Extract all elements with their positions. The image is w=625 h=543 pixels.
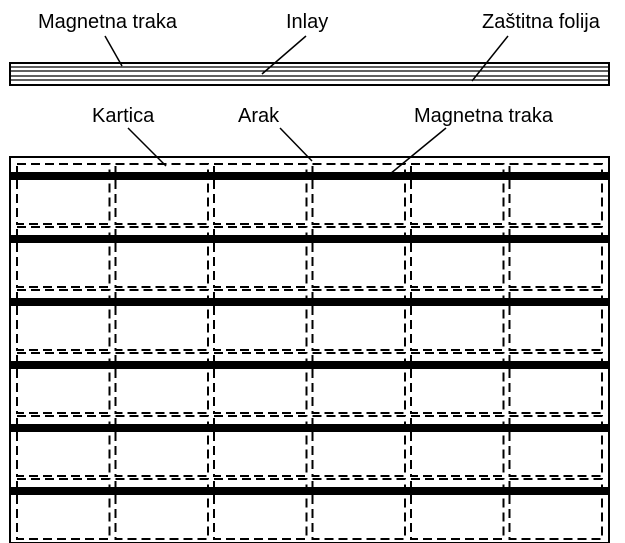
magnetic-strip bbox=[10, 361, 609, 369]
card-outline bbox=[213, 289, 308, 351]
magnetic-strip bbox=[10, 487, 609, 495]
card-outline bbox=[16, 226, 111, 288]
card-outline bbox=[311, 478, 406, 540]
leader-card bbox=[127, 127, 167, 167]
card-outline bbox=[114, 163, 209, 225]
card-outline bbox=[508, 352, 603, 414]
leader-magnetic-strip-sheet bbox=[389, 127, 447, 175]
card-outline bbox=[311, 226, 406, 288]
magnetic-strip bbox=[10, 424, 609, 432]
card-outline bbox=[311, 415, 406, 477]
card-outline bbox=[16, 478, 111, 540]
card-outline bbox=[410, 226, 505, 288]
magnetic-strips bbox=[10, 172, 609, 495]
leader-magnetic-strip-top bbox=[104, 35, 123, 67]
card-outline bbox=[311, 163, 406, 225]
layer-stack-outline bbox=[9, 62, 610, 86]
card-outline bbox=[114, 415, 209, 477]
card-outline bbox=[213, 163, 308, 225]
card-outline bbox=[410, 415, 505, 477]
card-outline bbox=[16, 352, 111, 414]
magnetic-strip bbox=[10, 235, 609, 243]
label-magnetic-strip-top: Magnetna traka bbox=[38, 11, 177, 33]
card-outline bbox=[410, 163, 505, 225]
card-outline bbox=[16, 415, 111, 477]
magnetic-strip bbox=[10, 172, 609, 180]
card-outline bbox=[213, 352, 308, 414]
card-outline bbox=[410, 352, 505, 414]
card-outline bbox=[508, 415, 603, 477]
leader-lines bbox=[104, 35, 509, 175]
card-outline bbox=[114, 289, 209, 351]
card-outline bbox=[114, 478, 209, 540]
card-outline bbox=[16, 163, 111, 225]
card-grid bbox=[16, 163, 603, 540]
card-outline bbox=[114, 352, 209, 414]
card-outline bbox=[213, 226, 308, 288]
label-inlay: Inlay bbox=[286, 11, 329, 33]
leader-sheet bbox=[279, 127, 313, 162]
card-outline bbox=[114, 226, 209, 288]
magnetic-strip bbox=[10, 298, 609, 306]
card-outline bbox=[410, 478, 505, 540]
card-outline bbox=[213, 478, 308, 540]
card-outline bbox=[311, 289, 406, 351]
card-outline bbox=[311, 352, 406, 414]
card-outline bbox=[508, 289, 603, 351]
card-outline bbox=[508, 478, 603, 540]
leader-protective-film bbox=[471, 35, 509, 82]
label-card: Kartica bbox=[92, 105, 155, 127]
card-outline bbox=[508, 226, 603, 288]
card-outline bbox=[213, 415, 308, 477]
label-sheet: Arak bbox=[238, 105, 280, 127]
card-outline bbox=[508, 163, 603, 225]
card-outline bbox=[16, 289, 111, 351]
label-magnetic-strip-sheet: Magnetna traka bbox=[414, 105, 553, 127]
leader-inlay bbox=[261, 35, 307, 75]
card-outline bbox=[410, 289, 505, 351]
label-protective-film: Zaštitna folija bbox=[482, 11, 600, 33]
layer-stack-cross-section bbox=[9, 62, 610, 86]
sheet-outline bbox=[9, 156, 610, 543]
